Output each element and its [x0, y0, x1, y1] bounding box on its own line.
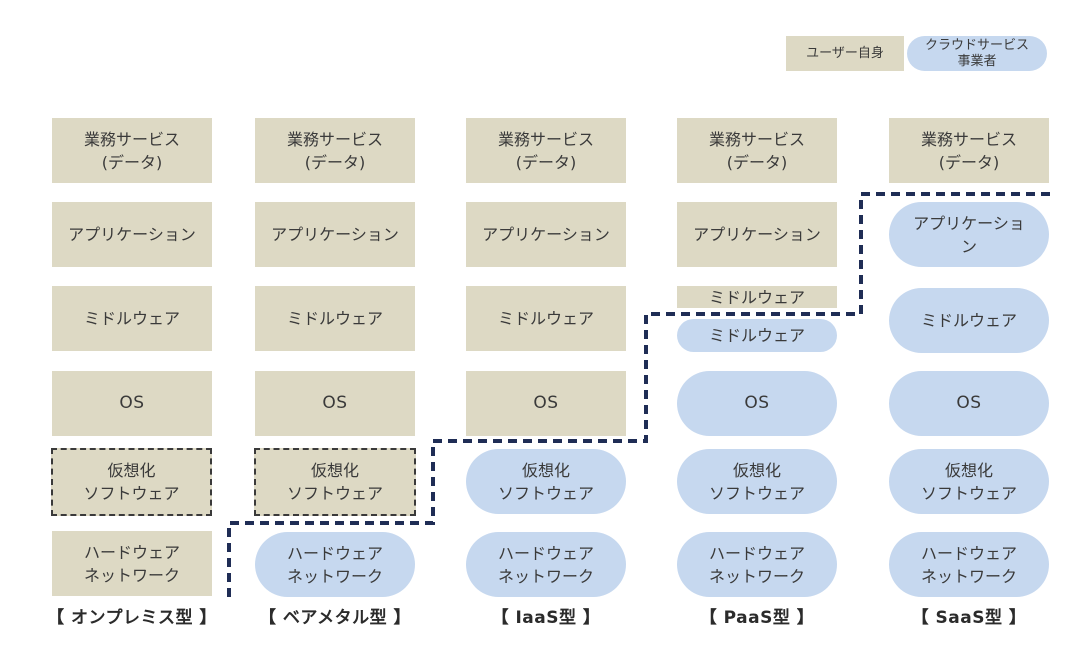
onprem-os: OS [52, 371, 212, 436]
baremetal-os: OS [255, 371, 415, 436]
onprem-business-service: 業務サービス (データ) [52, 118, 212, 183]
layer-text: アプリケーション [693, 225, 821, 244]
layer-text: ミドルウェア [497, 309, 594, 328]
model-label-paas: 【 PaaS型 】 [699, 608, 815, 628]
layer-text: ン [960, 236, 977, 256]
baremetal-application: アプリケーション [255, 202, 415, 267]
layer-text: OS [533, 393, 559, 413]
model-label-iaas: 【 IaaS型 】 [491, 608, 601, 628]
saas-application: アプリケーショ ン [889, 202, 1049, 267]
layer-text: ハードウェア [708, 543, 805, 563]
layer-text: アプリケーション [271, 225, 399, 244]
model-label-baremetal: 【 ベアメタル型 】 [259, 608, 411, 628]
layer-text: ソフトウェア [920, 483, 1017, 503]
baremetal-virtualization: 仮想化 ソフトウェア [254, 448, 416, 516]
layer-text: アプリケーション [482, 225, 610, 244]
iaas-application: アプリケーション [466, 202, 626, 267]
paas-application: アプリケーション [677, 202, 837, 267]
baremetal-business-service: 業務サービス (データ) [255, 118, 415, 183]
paas-virtualization: 仮想化 ソフトウェア [677, 449, 837, 514]
layer-text: ソフトウェア [83, 484, 180, 503]
layer-text: 業務サービス [920, 129, 1017, 149]
layer-text: ハードウェア [83, 542, 180, 562]
layer-text: 仮想化 [944, 460, 993, 480]
onprem-application: アプリケーション [52, 202, 212, 267]
iaas-middleware: ミドルウェア [466, 286, 626, 351]
onprem-middleware: ミドルウェア [52, 286, 212, 351]
layer-text: (データ) [304, 152, 366, 172]
legend-cloud-label-line1: クラウドサービス [924, 37, 1029, 53]
layer-text: ネットワーク [708, 566, 805, 586]
layer-text: 仮想化 [521, 460, 570, 480]
layer-text: 仮想化 [732, 460, 781, 480]
saas-hardware: ハードウェア ネットワーク [889, 532, 1049, 597]
layer-text: OS [322, 393, 348, 413]
iaas-business-service: 業務サービス (データ) [466, 118, 626, 183]
iaas-hardware: ハードウェア ネットワーク [466, 532, 626, 597]
layer-text: (データ) [938, 152, 1000, 172]
saas-os: OS [889, 371, 1049, 436]
model-label-onpremise: 【 オンプレミス型 】 [47, 608, 217, 628]
layer-text: (データ) [726, 152, 788, 172]
saas-business-service: 業務サービス (データ) [889, 118, 1049, 183]
layer-text: 業務サービス [83, 129, 180, 149]
layer-text: ソフトウェア [708, 483, 805, 503]
layer-text: アプリケーショ [913, 213, 1025, 233]
paas-business-service: 業務サービス (データ) [677, 118, 837, 183]
legend-cloud: クラウドサービス 事業者 [907, 36, 1047, 71]
layer-text: アプリケーション [68, 225, 196, 244]
layer-text: ハードウェア [497, 543, 594, 563]
legend-user-label: ユーザー自身 [806, 45, 884, 61]
legend-cloud-label-line2: 事業者 [957, 53, 997, 69]
layer-text: 仮想化 [107, 461, 156, 480]
layer-text: 仮想化 [310, 461, 359, 480]
model-label-saas: 【 SaaS型 】 [911, 608, 1027, 628]
layer-text: OS [119, 393, 145, 413]
onprem-virtualization: 仮想化 ソフトウェア [51, 448, 212, 516]
layer-text: ネットワーク [920, 566, 1017, 586]
saas-middleware: ミドルウェア [889, 288, 1049, 353]
layer-text: ミドルウェア [83, 309, 180, 328]
iaas-virtualization: 仮想化 ソフトウェア [466, 449, 626, 514]
layer-text: ハードウェア [286, 543, 383, 563]
layer-text: (データ) [515, 152, 577, 172]
layer-text: ミドルウェア [920, 311, 1017, 330]
legend-user: ユーザー自身 [786, 36, 904, 71]
paas-hardware: ハードウェア ネットワーク [677, 532, 837, 597]
layer-text: OS [956, 393, 982, 413]
paas-os: OS [677, 371, 837, 436]
layer-text: 業務サービス [708, 129, 805, 149]
layer-text: ミドルウェア [708, 287, 805, 307]
onprem-hardware: ハードウェア ネットワーク [52, 531, 212, 596]
layer-text: ソフトウェア [286, 484, 383, 503]
iaas-os: OS [466, 371, 626, 436]
layer-text: OS [744, 393, 770, 413]
layer-text: (データ) [101, 152, 163, 172]
layer-text: ハードウェア [920, 543, 1017, 563]
layer-text: ネットワーク [286, 566, 383, 586]
baremetal-middleware: ミドルウェア [255, 286, 415, 351]
layer-text: 業務サービス [497, 129, 594, 149]
saas-virtualization: 仮想化 ソフトウェア [889, 449, 1049, 514]
layer-text: ミドルウェア [286, 309, 383, 328]
paas-middleware-user: ミドルウェア [677, 286, 837, 308]
layer-text: ミドルウェア [708, 326, 805, 345]
layer-text: ネットワーク [83, 565, 180, 585]
layer-text: ソフトウェア [497, 483, 594, 503]
baremetal-hardware: ハードウェア ネットワーク [255, 532, 415, 597]
layer-text: ネットワーク [497, 566, 594, 586]
layer-text: 業務サービス [286, 129, 383, 149]
paas-middleware-cloud: ミドルウェア [677, 319, 837, 352]
